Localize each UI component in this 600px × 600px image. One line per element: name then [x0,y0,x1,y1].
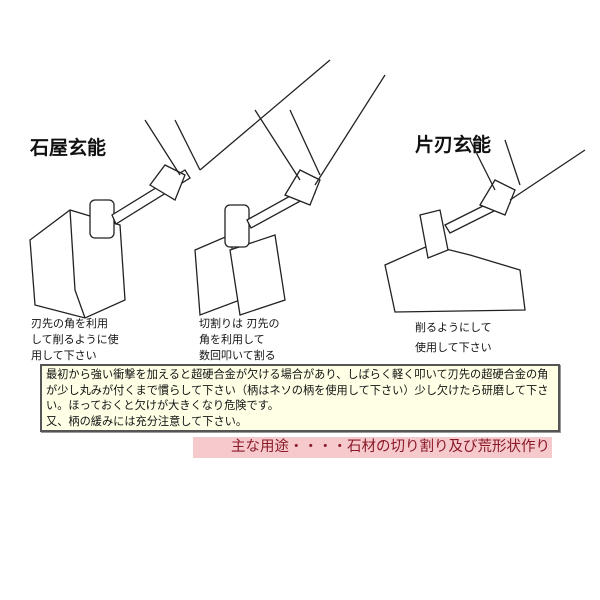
hammer-middle [224,74,386,248]
caution-notice: 最初から強い衝撃を加えると超硬合金が欠ける場合があり、しばらく軽く叩いて刃先の超… [40,364,560,432]
caption-left: 刃先の角を利用 して削るように使 用して下さい [31,317,119,362]
stone-blocks-middle [194,234,286,316]
hammer-right [419,139,586,259]
stone-block-right [384,244,526,313]
main-usage-banner: 主な用途・・・・石材の切り割り及び荒形状作り [193,437,552,458]
caption-right: 削るようにして 使用して下さい [415,321,492,354]
hammer-left [89,59,331,239]
title-ishiya-genno: 石屋玄能 [30,137,107,159]
title-kataba-genno: 片刃玄能 [415,134,492,156]
caption-middle: 切割りは 刃先の 角を利用して 数回叩いて割る [199,317,280,362]
